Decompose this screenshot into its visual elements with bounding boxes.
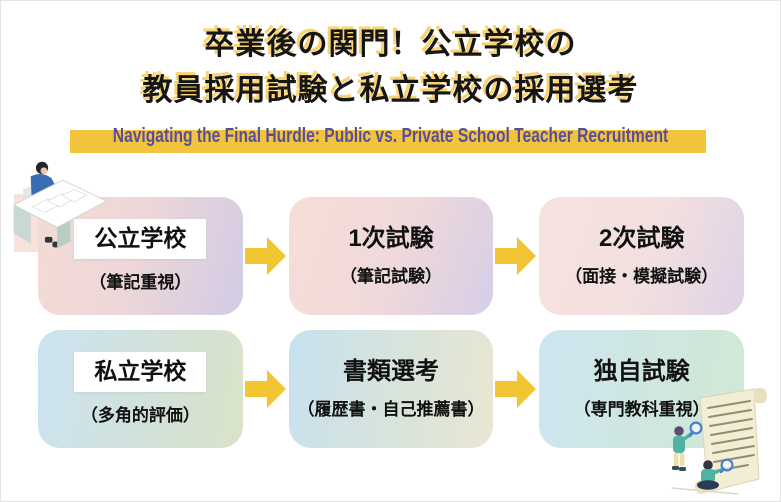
- subtitle-text: Navigating the Final Hurdle: Public vs. …: [112, 125, 669, 147]
- step-label-public-school: 公立学校: [74, 219, 207, 259]
- step-label-original-exam: 独自試験: [593, 357, 690, 385]
- page-title: 卒業後の関門！公立学校の 教員採用試験と私立学校の採用選考: [0, 22, 781, 114]
- step-box-document-screening: 書類選考 （履歴書・自己推薦書）: [288, 330, 494, 448]
- step-box-first-exam: 1次試験 （筆記試験）: [288, 197, 494, 315]
- flow-arrow-cell: [243, 236, 289, 276]
- step-label-document-screening: 書類選考: [343, 357, 439, 385]
- step-label-second-exam: 2次試験: [599, 224, 685, 252]
- step-label-first-exam: 1次試験: [348, 224, 434, 252]
- step-box-second-exam: 2次試験 （面接・模擬試験）: [539, 197, 745, 315]
- page-title-line2: 教員採用試験と私立学校の採用選考: [142, 74, 639, 107]
- step-caption-private-school: （多角的評価）: [80, 405, 200, 425]
- step-box-private-school: 私立学校 （多角的評価）: [38, 330, 243, 448]
- step-caption-second-exam: （面接・模擬試験）: [565, 267, 719, 287]
- step-box-public-school: 公立学校 （筆記重視）: [38, 197, 243, 315]
- flow-arrow-cell: [243, 369, 289, 409]
- right-arrow-icon: [244, 370, 286, 408]
- step-caption-original-exam: （専門教科重視）: [573, 400, 710, 420]
- flow-row-private-school: 私立学校 （多角的評価） 書類選考 （履歴書・自己推薦書） 独自試験 （専門教科…: [38, 330, 745, 448]
- flow-row-public-school: 公立学校 （筆記重視） 1次試験 （筆記試験） 2次試験 （面接・模擬試験）: [38, 197, 745, 315]
- document-review-illustration-icon: [671, 387, 767, 495]
- page-title-line1: 卒業後の関門！公立学校の: [204, 28, 577, 61]
- subtitle-highlight-bar: [70, 130, 706, 153]
- flow-arrow-cell: [493, 236, 539, 276]
- flow-arrow-cell: [493, 369, 539, 409]
- person-at-desk-illustration-icon: [12, 161, 108, 249]
- step-caption-first-exam: （筆記試験）: [340, 267, 442, 287]
- step-caption-public-school: （筆記重視）: [89, 272, 192, 292]
- right-arrow-icon: [495, 237, 537, 275]
- step-caption-document-screening: （履歴書・自己推薦書）: [297, 400, 485, 420]
- right-arrow-icon: [495, 370, 537, 408]
- right-arrow-icon: [244, 237, 286, 275]
- subtitle: Navigating the Final Hurdle: Public vs. …: [0, 121, 781, 155]
- step-label-private-school: 私立学校: [74, 352, 207, 392]
